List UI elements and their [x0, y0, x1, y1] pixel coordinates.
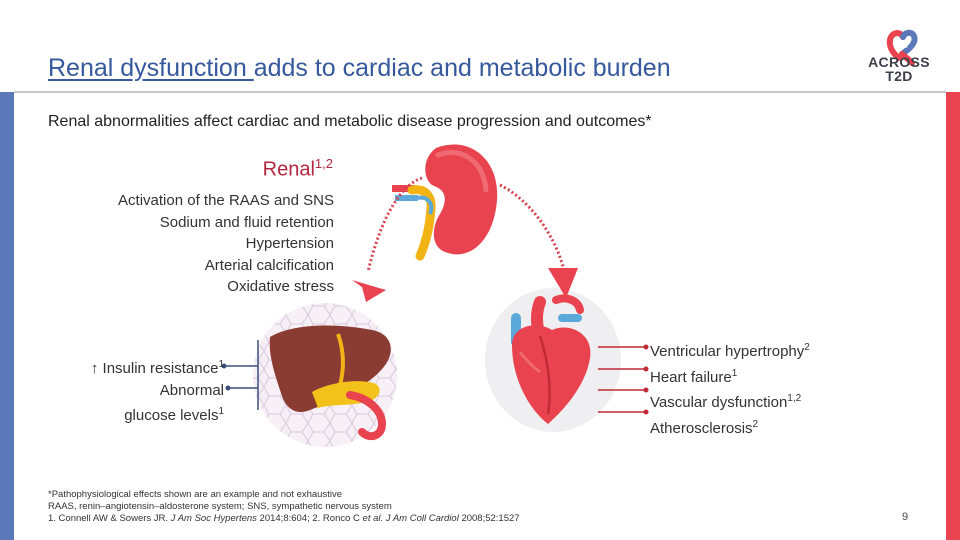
- logo-line-2: T2D: [885, 68, 913, 84]
- arrowhead-left: [352, 280, 386, 302]
- renal-effect: Oxidative stress: [227, 278, 334, 296]
- left-accent-bar: [0, 92, 14, 540]
- footnote-abbreviations: RAAS, renin–angiotensin–aldosterone syst…: [48, 501, 392, 512]
- liver-effect: glucose levels1: [124, 406, 224, 425]
- increase-arrow-icon: ↑: [90, 360, 103, 377]
- heart-connectors: [598, 344, 649, 415]
- renal-effect: Sodium and fluid retention: [159, 213, 334, 231]
- logo-line-1: ACROSS: [868, 54, 930, 70]
- renal-heading-text: Renal: [262, 158, 315, 181]
- footnotes: *Pathophysiological effects shown are an…: [48, 489, 848, 525]
- kidney-to-heart-arrow: [499, 183, 566, 271]
- slide-title: Renal dysfunction adds to cardiac and me…: [48, 54, 671, 83]
- liver-icon: [269, 325, 391, 441]
- liver-effect: ↑ Insulin resistance1: [90, 359, 224, 377]
- logo-text: ACROSS T2D: [866, 55, 932, 83]
- renal-effect: Activation of the RAAS and SNS: [118, 192, 334, 209]
- heart-effect: Vascular dysfunction1,2: [650, 393, 802, 412]
- kidney-icon: [392, 144, 498, 261]
- title-rest: adds to cardiac and metabolic burden: [253, 54, 671, 82]
- right-accent-bar: [946, 92, 960, 540]
- renal-effect: Arterial calcification: [204, 256, 334, 274]
- arrowhead-right: [548, 268, 578, 298]
- kidney-to-liver-arrow: [366, 176, 423, 273]
- heart-effect: Atherosclerosis2: [650, 418, 759, 437]
- title-underlined: Renal dysfunction: [48, 54, 254, 82]
- footnote-disclaimer: *Pathophysiological effects shown are an…: [48, 489, 342, 500]
- renal-effect: Hypertension: [245, 235, 334, 253]
- heart-effects-list: Ventricular hypertrophy2 Heart failure1 …: [650, 337, 910, 439]
- renal-effects-list: Activation of the RAAS and SNS Sodium an…: [40, 190, 334, 298]
- heart-ribbon-logo-icon: [886, 29, 918, 66]
- slide-subtitle: Renal abnormalities affect cardiac and m…: [48, 113, 652, 130]
- page-number: 9: [901, 511, 909, 523]
- header-divider: [14, 91, 946, 93]
- heart-effect: Heart failure1: [650, 367, 738, 386]
- heart-effect: Ventricular hypertrophy2: [650, 342, 810, 360]
- heart-icon: [511, 294, 591, 424]
- renal-heading-refs: 1,2: [314, 156, 333, 171]
- renal-heading: Renal1,2: [240, 156, 333, 182]
- liver-effects-list: ↑ Insulin resistance1 Abnormal glucose l…: [40, 354, 224, 427]
- liver-effect: Abnormal: [159, 381, 224, 399]
- footnote-references: 1. Connell AW & Sowers JR. J Am Soc Hype…: [48, 513, 520, 524]
- liver-connectors: [221, 340, 259, 410]
